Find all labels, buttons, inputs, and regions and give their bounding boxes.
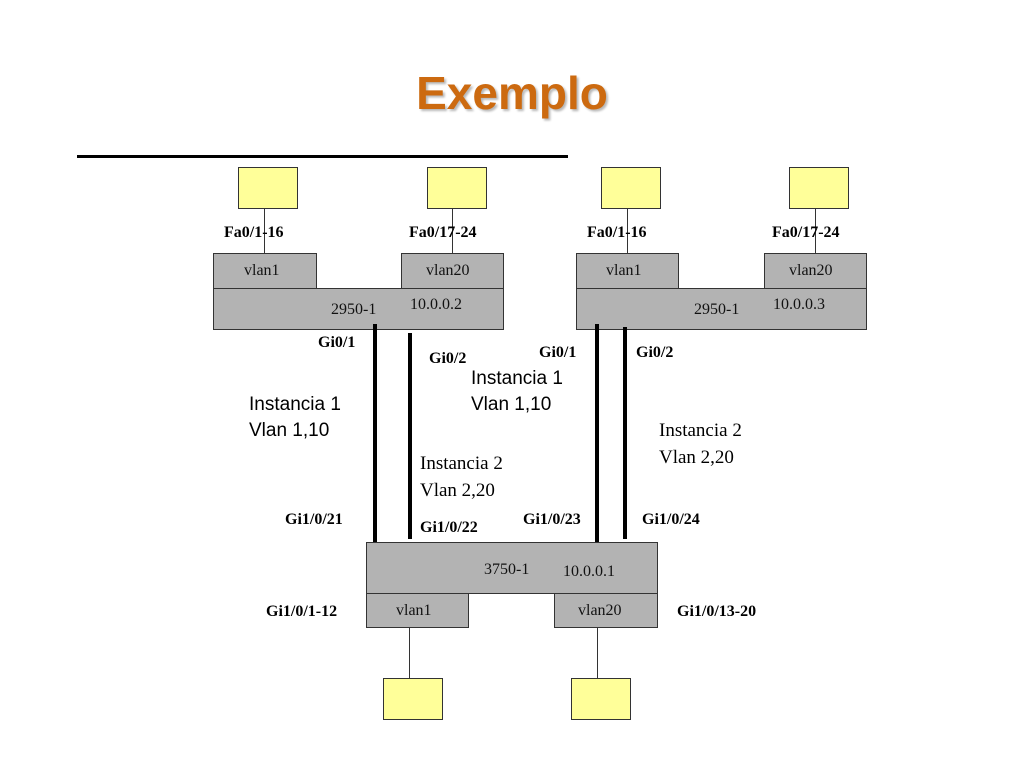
port-label: Gi1/0/24 [642, 511, 700, 528]
slide-title: Exemplo [416, 67, 608, 119]
vlan-label: vlan20 [789, 262, 833, 279]
vlan-label: vlan1 [606, 262, 642, 279]
switch-name: 3750-1 [484, 561, 530, 578]
switch-ip: 10.0.0.3 [773, 296, 825, 313]
link-core-vlan20 [597, 628, 598, 679]
link-left-vlan1 [264, 209, 265, 254]
title-divider [77, 155, 568, 158]
trunk-right-gi01 [595, 324, 599, 546]
vlan-label: vlan20 [426, 262, 470, 279]
vlan-box-core-vlan1: vlan1 [366, 593, 469, 628]
vlan-box-left-vlan1: vlan1 [213, 253, 317, 289]
vlan-box-right-vlan1: vlan1 [576, 253, 679, 289]
trunk-left-gi02 [408, 333, 412, 539]
port-label: Gi0/2 [429, 350, 467, 367]
switch-2950-left: 2950-1 10.0.0.2 [213, 288, 504, 330]
host-right-vlan1 [601, 167, 661, 209]
port-label: Gi1/0/13-20 [677, 603, 757, 620]
switch-name: 2950-1 [694, 301, 740, 318]
link-right-vlan1 [627, 209, 628, 254]
port-label: Gi0/1 [318, 334, 356, 351]
switch-name: 2950-1 [331, 301, 377, 318]
link-left-vlan20 [452, 209, 453, 254]
vlan-label: vlan1 [244, 262, 280, 279]
mst-instance-label: Instancia 2 Vlan 2,20 [659, 420, 742, 468]
link-core-vlan1 [409, 628, 410, 679]
link-right-vlan20 [815, 209, 816, 254]
trunk-right-gi02 [623, 327, 627, 539]
port-label: Fa0/17-24 [772, 224, 840, 241]
host-left-vlan1 [238, 167, 298, 209]
host-core-vlan1 [383, 678, 443, 720]
port-label: Gi1/0/1-12 [266, 603, 338, 620]
host-core-vlan20 [571, 678, 631, 720]
switch-ip: 10.0.0.1 [563, 563, 615, 580]
mst-instance-label: Instancia 1 Vlan 1,10 [471, 368, 563, 415]
switch-2950-right: 2950-1 10.0.0.3 [576, 288, 867, 330]
port-label: Fa0/1-16 [224, 224, 284, 241]
port-label: Fa0/17-24 [409, 224, 477, 241]
vlan-label: vlan20 [578, 602, 622, 619]
port-label: Fa0/1-16 [587, 224, 647, 241]
port-label: Gi0/1 [539, 344, 577, 361]
vlan-box-left-vlan20: vlan20 [401, 253, 504, 289]
mst-instance-label: Instancia 1 Vlan 1,10 [249, 394, 341, 441]
vlan-box-right-vlan20: vlan20 [764, 253, 867, 289]
switch-3750-core: 3750-1 10.0.0.1 [366, 542, 658, 594]
host-left-vlan20 [427, 167, 487, 209]
vlan-label: vlan1 [396, 602, 432, 619]
host-right-vlan20 [789, 167, 849, 209]
port-label: Gi1/0/22 [420, 519, 478, 536]
mst-instance-label: Instancia 2 Vlan 2,20 [420, 453, 503, 501]
switch-ip: 10.0.0.2 [410, 296, 462, 313]
vlan-box-core-vlan20: vlan20 [554, 593, 658, 628]
port-label: Gi0/2 [636, 344, 674, 361]
port-label: Gi1/0/21 [285, 511, 343, 528]
port-label: Gi1/0/23 [523, 511, 581, 528]
trunk-left-gi01 [373, 324, 377, 546]
